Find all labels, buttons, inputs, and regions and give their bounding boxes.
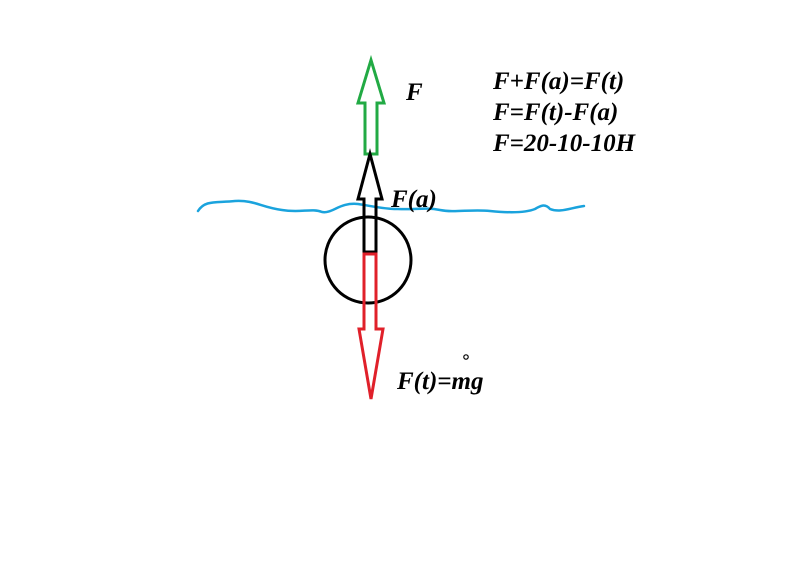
formula-line: F+F(a)=F(t)	[493, 68, 625, 95]
formula-line: F=20-10-10H	[493, 130, 636, 157]
formula-block: F+F(a)=F(t) F=F(t)-F(a) F=20-10-10H	[493, 66, 635, 159]
buoyant-force-arrow	[356, 148, 384, 254]
gravity-force-label: F(t)=mg	[397, 368, 484, 395]
gravity-force-arrow	[357, 252, 385, 400]
stray-dot-mark	[463, 354, 469, 360]
formula-line: F=F(t)-F(a)	[493, 99, 619, 126]
floating-body-circle	[323, 215, 413, 305]
buoyant-force-label: F(a)	[391, 186, 437, 213]
water-surface-line	[196, 199, 586, 214]
lift-force-arrow	[355, 54, 387, 156]
lift-force-label: F	[406, 79, 423, 106]
